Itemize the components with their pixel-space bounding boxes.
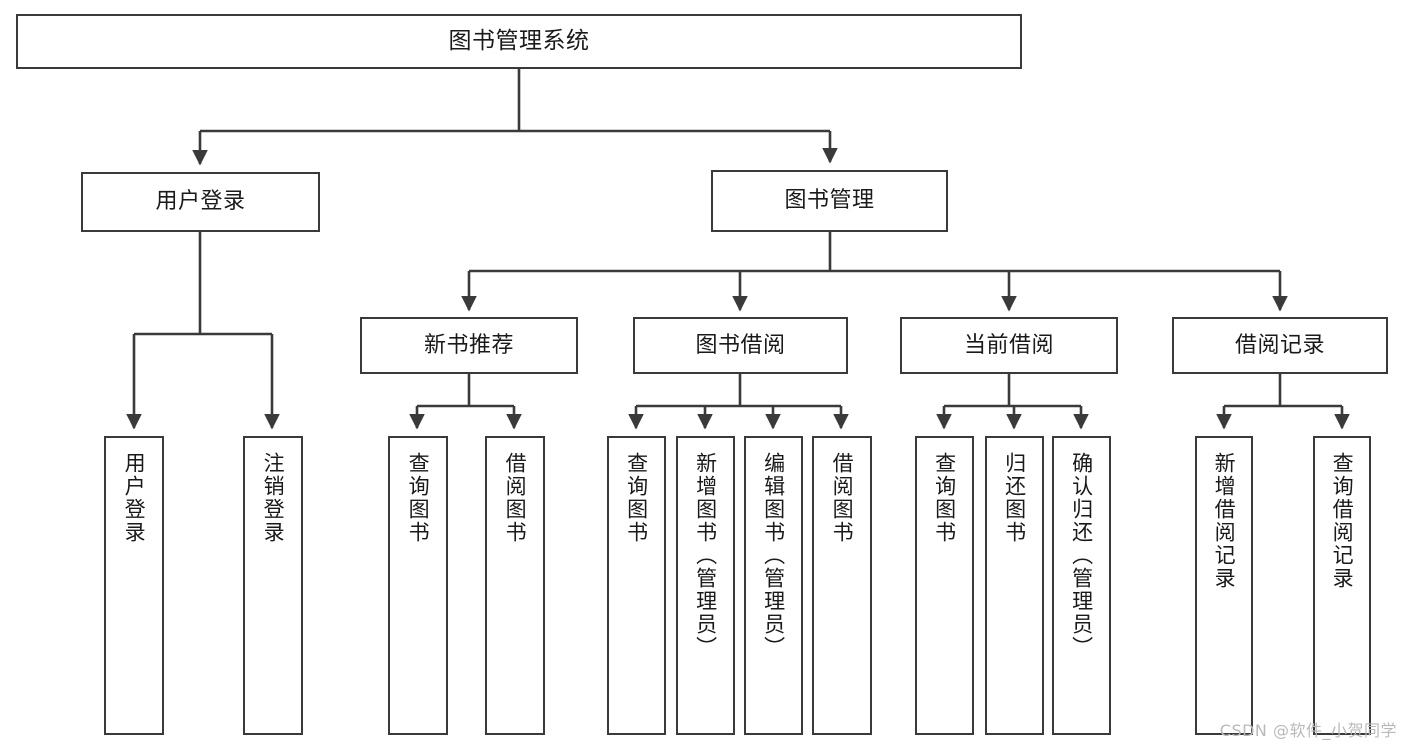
node-user-login-label: 用户登录 — [155, 189, 246, 215]
node-leaf-add-book-label: 新增图书（管理员） — [693, 452, 718, 659]
node-leaf-add-record[interactable]: 新增借阅记录 — [1195, 436, 1253, 735]
node-root-label: 图书管理系统 — [448, 27, 590, 54]
node-leaf-confirm-return[interactable]: 确认归还（管理员） — [1052, 436, 1111, 735]
node-leaf-return-book[interactable]: 归还图书 — [985, 436, 1044, 735]
node-leaf-query-book-current-label: 查询图书 — [932, 452, 957, 544]
node-leaf-borrow-book[interactable]: 借阅图书 — [812, 436, 872, 735]
node-leaf-query-book-rec[interactable]: 查询图书 — [388, 436, 448, 735]
node-leaf-user-logout[interactable]: 注销登录 — [243, 436, 303, 735]
node-leaf-edit-book-label: 编辑图书（管理员） — [761, 452, 786, 659]
node-leaf-return-book-label: 归还图书 — [1002, 452, 1027, 544]
node-new-book-recommend[interactable]: 新书推荐 — [360, 317, 578, 374]
node-leaf-user-login[interactable]: 用户登录 — [104, 436, 164, 735]
node-current-borrow-label: 当前借阅 — [963, 332, 1054, 358]
node-new-book-recommend-label: 新书推荐 — [423, 332, 514, 358]
node-leaf-user-logout-label: 注销登录 — [261, 452, 286, 544]
node-book-manage[interactable]: 图书管理 — [711, 170, 948, 232]
node-leaf-add-book[interactable]: 新增图书（管理员） — [676, 436, 735, 735]
node-leaf-add-record-label: 新增借阅记录 — [1212, 452, 1237, 590]
node-leaf-borrow-book-label: 借阅图书 — [830, 452, 855, 544]
node-book-manage-label: 图书管理 — [784, 188, 875, 214]
node-leaf-query-book-rec-label: 查询图书 — [406, 452, 431, 544]
node-book-borrow-label: 图书借阅 — [695, 332, 786, 358]
node-root[interactable]: 图书管理系统 — [16, 14, 1022, 69]
node-leaf-edit-book[interactable]: 编辑图书（管理员） — [744, 436, 803, 735]
node-user-login[interactable]: 用户登录 — [81, 172, 320, 232]
node-leaf-confirm-return-label: 确认归还（管理员） — [1069, 452, 1094, 659]
node-leaf-query-record[interactable]: 查询借阅记录 — [1313, 436, 1371, 735]
node-leaf-borrow-book-rec[interactable]: 借阅图书 — [485, 436, 545, 735]
csdn-watermark: CSDN @软件_小贺同学 — [1219, 721, 1397, 740]
node-leaf-query-book-borrow[interactable]: 查询图书 — [607, 436, 666, 735]
node-book-borrow[interactable]: 图书借阅 — [633, 317, 848, 374]
node-borrow-record[interactable]: 借阅记录 — [1172, 317, 1388, 374]
node-current-borrow[interactable]: 当前借阅 — [900, 317, 1118, 374]
node-leaf-user-login-label: 用户登录 — [122, 452, 147, 544]
node-leaf-borrow-book-rec-label: 借阅图书 — [503, 452, 528, 544]
node-borrow-record-label: 借阅记录 — [1234, 332, 1325, 358]
node-leaf-query-book-borrow-label: 查询图书 — [624, 452, 649, 544]
node-leaf-query-record-label: 查询借阅记录 — [1330, 452, 1355, 590]
node-leaf-query-book-current[interactable]: 查询图书 — [915, 436, 974, 735]
